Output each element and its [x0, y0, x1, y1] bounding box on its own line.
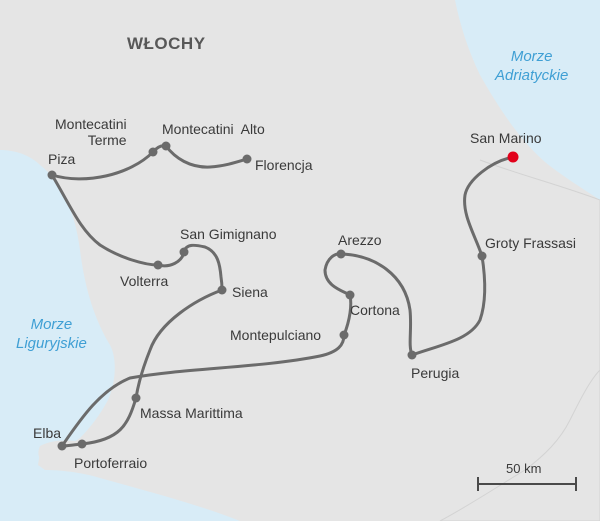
stop-arezzo: [336, 249, 346, 259]
place-label-elba: Elba: [33, 425, 62, 441]
country-label: WŁOCHY: [127, 34, 206, 53]
route-stops: [47, 141, 519, 451]
route-arezzo-perugia: [339, 252, 414, 357]
route-groty-sanmarino: [463, 155, 515, 258]
scale-label: 50 km: [506, 461, 542, 476]
stop-perugia: [407, 350, 417, 360]
place-label-montecatini-terme: Montecatini Terme: [55, 116, 127, 148]
stop-siena: [217, 285, 227, 295]
stop-montecatini-alto: [161, 141, 171, 151]
route-volterra-sangimignano: [182, 243, 224, 292]
stop-elba: [57, 441, 67, 451]
sea-label-ligurian: Morze Liguryjskie: [16, 316, 87, 352]
place-label-portoferraio: Portoferraio: [74, 455, 148, 471]
place-label-montepulciano: Montepulciano: [230, 327, 322, 343]
stop-montecatini-terme: [148, 147, 158, 157]
route-montecatini-florencja: [164, 144, 249, 169]
route-montepulciano-cortona: [323, 252, 353, 337]
route-piza-volterra: [50, 173, 186, 268]
ligurian-sea: [0, 150, 240, 521]
adriatic-sea: [455, 0, 600, 200]
place-label-san-gimignano: San Gimignano: [180, 226, 277, 242]
route-lines: [50, 144, 515, 448]
place-label-groty-frassasi: Groty Frassasi: [485, 235, 577, 251]
land-border: [439, 159, 600, 521]
place-label-arezzo: Arezzo: [338, 232, 382, 248]
stop-montepulciano: [339, 330, 349, 340]
stop-massa-marittima: [131, 393, 141, 403]
place-label-perugia: Perugia: [411, 365, 460, 381]
place-label-montecatini-alto: Montecatini Alto: [162, 121, 265, 137]
place-label-piza: Piza: [48, 151, 76, 167]
place-label-siena: Siena: [232, 284, 268, 300]
place-label-florencja: Florencja: [255, 157, 313, 173]
place-label-massa-marittima: Massa Marittima: [140, 405, 243, 421]
stop-san-marino: [507, 151, 519, 163]
sea-label-adriatic: Morze Adriatyckie: [495, 48, 569, 84]
route-siena-massa: [134, 288, 224, 400]
route-elba-montepulciano: [60, 333, 346, 448]
place-label-cortona: Cortona: [350, 302, 400, 318]
scale-bar: [477, 477, 577, 491]
stop-groty-frassasi: [477, 251, 487, 261]
place-label-san-marino: San Marino: [470, 130, 542, 146]
stop-florencja: [242, 154, 252, 164]
stop-piza: [47, 170, 57, 180]
stop-volterra: [153, 260, 163, 270]
stop-portoferraio: [77, 439, 87, 449]
place-label-volterra: Volterra: [120, 273, 169, 289]
stop-san-gimignano: [179, 247, 189, 257]
route-perugia-groty: [410, 254, 487, 357]
stop-cortona: [345, 290, 355, 300]
